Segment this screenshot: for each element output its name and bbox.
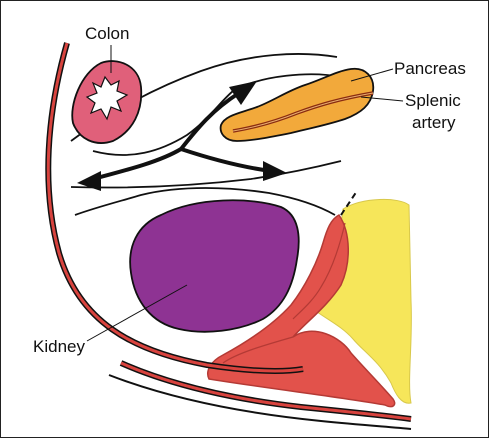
bottom-fascia-2 xyxy=(108,374,412,430)
peritoneum-under-kidney xyxy=(74,187,336,216)
muscle-inner-line-2 xyxy=(222,336,294,364)
arrow-head-left xyxy=(77,171,101,191)
leader-pancreas xyxy=(350,68,394,82)
arrow-shaft-right xyxy=(180,147,272,173)
splenic-artery-core xyxy=(232,92,374,132)
arrow-head-up xyxy=(229,81,257,105)
bottom-fascia-fill xyxy=(120,361,412,421)
leader-kidney xyxy=(86,284,188,342)
label-kidney: Kidney xyxy=(33,337,85,356)
label-colon: Colon xyxy=(85,24,130,43)
arrow-shaft-up xyxy=(179,91,241,151)
dashed-fascia xyxy=(340,190,358,216)
arrow-head-right xyxy=(263,161,287,181)
leader-splenic xyxy=(360,96,404,102)
label-splenic-artery-line1: Splenic xyxy=(405,91,461,110)
outer-fascia-fill xyxy=(46,42,304,373)
colon-lumen xyxy=(85,75,129,121)
pancreas-shape xyxy=(219,67,375,142)
arrow-shaft-main xyxy=(92,147,183,181)
peritoneum-lower xyxy=(70,160,342,189)
label-pancreas: Pancreas xyxy=(394,59,466,78)
kidney-shape xyxy=(129,199,300,333)
label-splenic-artery-line2: artery xyxy=(412,113,456,132)
muscle-inner-line xyxy=(292,222,346,320)
